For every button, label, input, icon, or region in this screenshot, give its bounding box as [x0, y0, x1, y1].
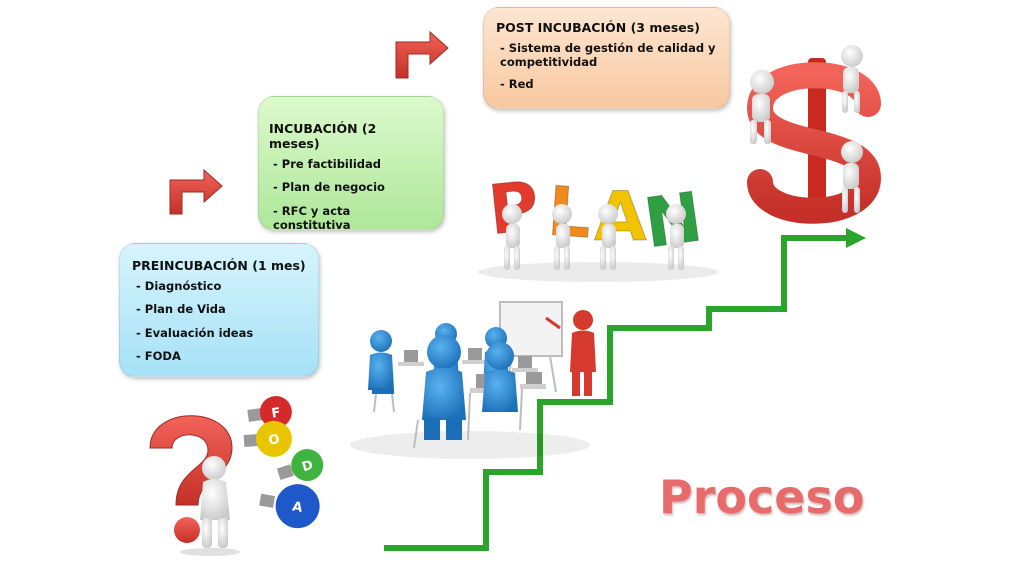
- dollar-sign-figures-icon: [746, 45, 882, 224]
- lightbulbs-icon: F O D A: [243, 396, 324, 529]
- question-mark-figure-icon: [149, 415, 240, 556]
- stage-item: Plan de negocio: [273, 180, 431, 194]
- stage-item: Sistema de gestión de calidad y competit…: [500, 41, 717, 70]
- stage-item: Plan de Vida: [136, 302, 306, 316]
- bulb-letter: D: [300, 458, 315, 476]
- bulb-letter: F: [271, 405, 282, 421]
- stage-item: Pre factibilidad: [273, 157, 431, 171]
- stage-title: POST INCUBACIÓN (3 meses): [496, 20, 700, 35]
- bulb-letter: O: [268, 433, 280, 449]
- green-stairs-arrow: [384, 228, 866, 551]
- stage-title: PREINCUBACIÓN (1 mes): [132, 258, 306, 273]
- stage-items: Pre factibilidad Plan de negocio RFC y a…: [269, 157, 431, 233]
- stage-item: RFC y acta constitutiva: [273, 204, 431, 233]
- stage-box-preincubacion: PREINCUBACIÓN (1 mes) Diagnóstico Plan d…: [119, 243, 319, 377]
- stage-items: Diagnóstico Plan de Vida Evaluación idea…: [132, 279, 306, 364]
- classroom-icon: [350, 301, 596, 459]
- stage-box-incubacion: INCUBACIÓN (2 meses) Pre factibilidad Pl…: [258, 96, 444, 233]
- stage-item: FODA: [136, 349, 306, 363]
- plan-letters-figures-icon: P L A N: [478, 167, 718, 282]
- bulb-letter: A: [291, 499, 304, 516]
- stage-item: Evaluación ideas: [136, 326, 306, 340]
- stage-title: INCUBACIÓN (2 meses): [269, 121, 377, 151]
- stage-item: Red: [500, 77, 717, 91]
- proceso-label: Proceso: [659, 470, 865, 524]
- step-arrow-icon: [395, 30, 449, 79]
- stage-box-post-incubacion: POST INCUBACIÓN (3 meses) Sistema de ges…: [483, 7, 730, 109]
- step-arrow-icon: [169, 168, 223, 215]
- stage-item: Diagnóstico: [136, 279, 306, 293]
- stage-items: Sistema de gestión de calidad y competit…: [496, 41, 717, 91]
